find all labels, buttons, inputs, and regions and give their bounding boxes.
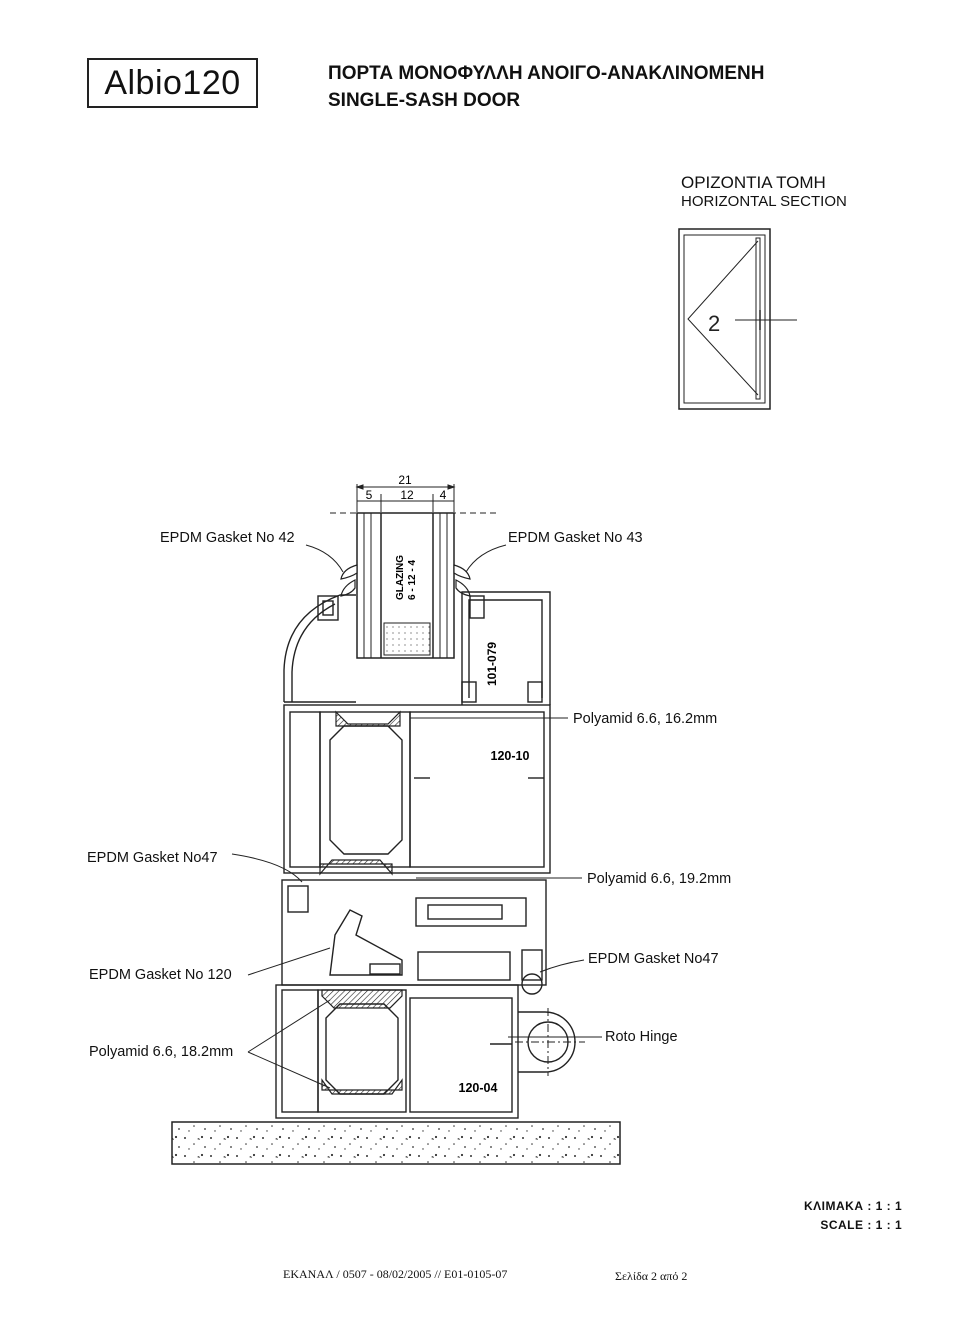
scale-english: SCALE : 1 : 1 xyxy=(820,1218,903,1232)
footer-reference: ΕΚΑΝΑΛ / 0507 - 08/02/2005 // E01-0105-0… xyxy=(283,1267,508,1281)
frame-hardware xyxy=(281,879,547,995)
glazing-bead xyxy=(283,594,356,703)
label-gasket-47-right: EPDM Gasket No47 xyxy=(588,951,719,967)
footer-page-number: Σελίδα 2 από 2 xyxy=(615,1269,688,1283)
dim-middle: 12 xyxy=(400,488,414,502)
scale-block: ΚΛΙΜΑΚΑ : 1 : 1 SCALE : 1 : 1 xyxy=(804,1197,902,1235)
dimension-lines xyxy=(330,484,500,514)
title-english: SINGLE-SASH DOOR xyxy=(328,90,521,111)
profile-120-10 xyxy=(283,704,551,874)
label-gasket-42: EPDM Gasket No 42 xyxy=(160,530,295,546)
polyamid-strips xyxy=(319,710,403,1095)
label-polyamid-18: Polyamid 6.6, 18.2mm xyxy=(89,1044,234,1060)
label-polyamid-19: Polyamid 6.6, 19.2mm xyxy=(587,871,732,887)
section-title-greek: ΟΡΙΖΟΝΤΙΑ ΤΟΜΗ xyxy=(681,173,826,192)
brand-name: Albio120 xyxy=(104,63,241,102)
brand-logo-box: Albio120 xyxy=(87,58,258,108)
label-roto-hinge: Roto Hinge xyxy=(605,1029,678,1045)
label-gasket-47-left: EPDM Gasket No47 xyxy=(87,850,218,866)
profile-label-120-04: 120-04 xyxy=(459,1081,498,1095)
profile-label-101-079: 101-079 xyxy=(485,642,499,686)
section-title: ΟΡΙΖΟΝΤΙΑ ΤΟΜΗ HORIZONTAL SECTION xyxy=(681,173,847,210)
glazing-spec: 6 - 12 - 4 xyxy=(407,560,418,600)
roto-hinge xyxy=(515,1008,585,1076)
section-marker: 2 xyxy=(708,311,720,336)
scale-greek: ΚΛΙΜΑΚΑ : 1 : 1 xyxy=(804,1199,903,1213)
page-title: ΠΟΡΤΑ ΜΟΝΟΦΥΛΛΗ ΑΝΟΙΓΟ-ΑΝΑΚΛΙΝΟΜΕΝΗ SING… xyxy=(328,60,764,114)
section-key-diagram xyxy=(678,228,797,410)
glazing-unit xyxy=(356,512,455,659)
concrete-floor xyxy=(171,1121,621,1165)
profile-120-04 xyxy=(275,984,519,1119)
profile-label-120-10: 120-10 xyxy=(491,749,530,763)
glazing-label: GLAZING xyxy=(395,555,406,600)
profile-101-079 xyxy=(461,591,551,705)
dim-right: 4 xyxy=(440,488,447,502)
dim-total: 21 xyxy=(398,473,412,487)
label-gasket-43: EPDM Gasket No 43 xyxy=(508,530,643,546)
dim-left: 5 xyxy=(366,488,373,502)
label-gasket-120: EPDM Gasket No 120 xyxy=(89,967,232,983)
section-title-english: HORIZONTAL SECTION xyxy=(681,193,847,210)
leader-lines xyxy=(231,544,602,1089)
title-greek: ΠΟΡΤΑ ΜΟΝΟΦΥΛΛΗ ΑΝΟΙΓΟ-ΑΝΑΚΛΙΝΟΜΕΝΗ xyxy=(328,63,765,84)
label-polyamid-16: Polyamid 6.6, 16.2mm xyxy=(573,711,718,727)
